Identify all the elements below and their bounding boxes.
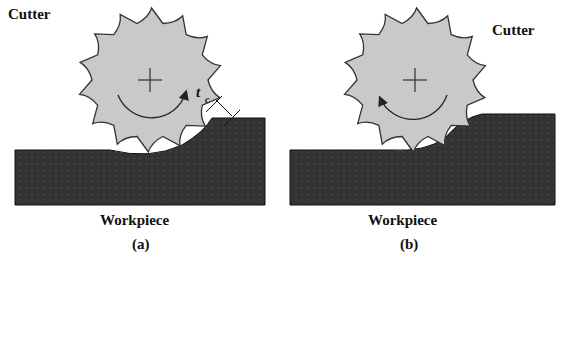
cutter-teeth	[80, 8, 221, 152]
cutter-teeth	[345, 8, 486, 152]
figure-tag: (b)	[400, 236, 418, 253]
center-cross	[138, 68, 427, 92]
thickness-symbol: t	[196, 84, 200, 101]
figure-tag: (a)	[132, 236, 150, 253]
thickness-dimension	[206, 96, 240, 126]
rotation-arrow	[118, 92, 186, 118]
thickness-subscript: c	[205, 94, 209, 105]
cutter-b	[345, 8, 486, 152]
cutter-a	[80, 8, 221, 152]
cutter-label: Cutter	[8, 6, 50, 23]
rotation-arrow	[380, 95, 447, 119]
workpiece-label: Workpiece	[368, 212, 437, 229]
cutter-label: Cutter	[492, 22, 534, 39]
workpiece-label: Workpiece	[100, 212, 169, 229]
